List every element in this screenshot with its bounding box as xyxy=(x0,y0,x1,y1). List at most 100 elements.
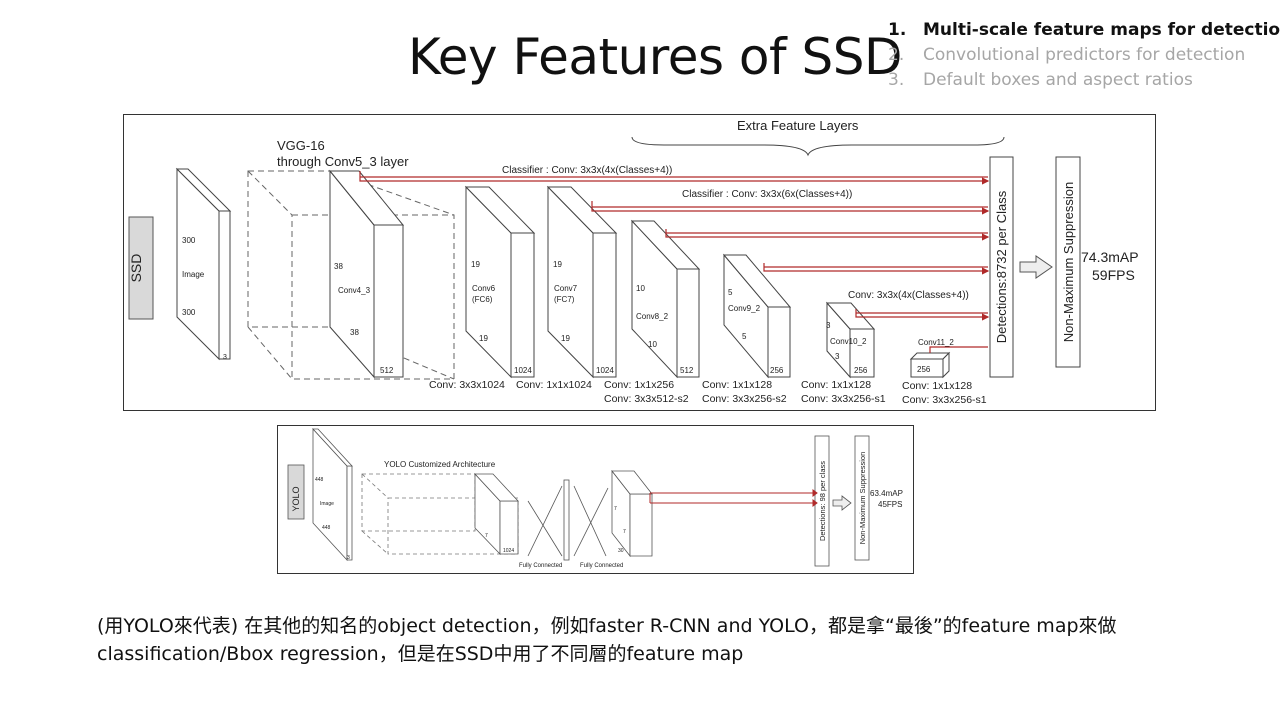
ssd-model-label: SSD xyxy=(128,254,144,283)
yolo-nms-box xyxy=(854,435,870,561)
conv7-name2: (FC7) xyxy=(554,295,575,304)
conv6-block xyxy=(464,185,536,379)
yolo-b1-bottom: 7 xyxy=(485,533,488,539)
fc-cross-1 xyxy=(527,485,563,557)
vgg-label-2: through Conv5_3 layer xyxy=(277,154,409,169)
outline-item-3: 3.Default boxes and aspect ratios xyxy=(888,70,1193,90)
conv-op-5-l1: Conv: 1x1x128 xyxy=(801,379,871,391)
conv-op-4-l1: Conv: 1x1x128 xyxy=(702,379,772,391)
arrow-conv11-2 xyxy=(929,346,988,353)
conv8-2-depth: 512 xyxy=(680,366,694,375)
outline-list: 1.Multi-scale feature maps for detection… xyxy=(888,18,1280,93)
yolo-architecture-diagram: YOLO 448 Image 448 3 YOLO Customized Arc… xyxy=(277,425,914,574)
ssd-input-mid: Image xyxy=(182,270,205,279)
conv9-2-depth: 256 xyxy=(770,366,784,375)
classifier-arrows xyxy=(359,171,990,353)
ssd-label-box xyxy=(128,216,154,320)
conv10-2-block xyxy=(825,301,876,379)
conv10-2-top: 3 xyxy=(826,321,831,330)
conv8-2-top: 10 xyxy=(636,284,645,293)
fc-cross-2 xyxy=(573,485,609,557)
conv11-2-name: Conv11_2 xyxy=(918,338,954,347)
yolo-arch-label: YOLO Customized Architecture xyxy=(384,460,496,469)
conv6-bottom: 19 xyxy=(479,334,488,343)
yolo-label-box xyxy=(287,464,305,520)
conv10-2-depth: 256 xyxy=(854,366,868,375)
conv7-block xyxy=(546,185,618,379)
classifier-label-2: Classifier : Conv: 3x3x(6x(Classes+4)) xyxy=(682,189,852,200)
yolo-b2-bottom: 7 xyxy=(623,529,626,535)
conv6-name2: (FC6) xyxy=(472,295,493,304)
conv9-2-block xyxy=(722,253,792,379)
extra-layers-label: Extra Feature Layers xyxy=(737,118,859,133)
conv-op-5-l2: Conv: 3x3x256-s1 xyxy=(801,393,886,405)
yolo-detections-label: Detections: 98 per class xyxy=(818,461,827,541)
outline-item-2: 2.Convolutional predictors for detection xyxy=(888,45,1246,65)
conv8-2-block xyxy=(630,219,701,379)
yolo-fc2: Fully Connected xyxy=(580,563,623,569)
arrow-conv4-3 xyxy=(359,171,990,185)
conv-op-2: Conv: 1x1x1024 xyxy=(516,379,592,391)
ssd-map: 74.3mAP xyxy=(1081,249,1139,265)
conv-op-1: Conv: 3x3x1024 xyxy=(429,379,505,391)
conv6-top: 19 xyxy=(471,260,480,269)
ssd-fps: 59FPS xyxy=(1092,267,1135,283)
conv7-bottom: 19 xyxy=(561,334,570,343)
vgg-label-1: VGG-16 xyxy=(277,138,325,153)
yolo-map: 63.4mAP xyxy=(870,489,903,498)
yolo-block-2 xyxy=(611,469,653,558)
ssd-input-top: 300 xyxy=(182,236,196,245)
yolo-nms-label: Non-Maximum Suppression xyxy=(858,452,867,545)
nms-label: Non-Maximum Suppression xyxy=(1061,182,1076,342)
detections-to-nms-arrow xyxy=(1019,255,1053,279)
detections-label: Detections:8732 per Class xyxy=(994,190,1009,343)
slide-title: Key Features of SSD xyxy=(408,28,903,86)
conv10-2-bottom: 3 xyxy=(835,352,840,361)
conv4-3-top: 38 xyxy=(334,262,343,271)
yolo-b2-depth: 30 xyxy=(618,548,624,554)
conv-op-6-l1: Conv: 1x1x128 xyxy=(902,380,972,392)
conv-op-3-l2: Conv: 3x3x512-s2 xyxy=(604,393,689,405)
yolo-input-top: 448 xyxy=(315,477,324,483)
conv7-top: 19 xyxy=(553,260,562,269)
conv7-name: Conv7 xyxy=(554,284,578,293)
conv11-2-block xyxy=(909,351,951,379)
ssd-architecture-diagram: SSD 300 Image 300 3 VGG-16 through Conv5… xyxy=(123,114,1156,411)
conv4-3-name: Conv4_3 xyxy=(338,286,371,295)
conv4-3-bottom: 38 xyxy=(350,328,359,337)
yolo-block-1 xyxy=(474,472,519,555)
yolo-b1-depth: 1024 xyxy=(503,548,514,554)
yolo-fps: 45FPS xyxy=(878,500,902,509)
outline-item-1: 1.Multi-scale feature maps for detection xyxy=(888,20,1280,40)
extra-layers-brace xyxy=(631,136,1005,157)
arrow-conv7 xyxy=(591,201,990,215)
yolo-input-depth: 3 xyxy=(347,555,350,561)
yolo-fc1: Fully Connected xyxy=(519,563,562,569)
yolo-detections-to-nms-arrow xyxy=(832,495,852,511)
conv4-3-block xyxy=(328,169,405,379)
arrow-conv10-2 xyxy=(855,309,990,321)
nms-box xyxy=(1055,156,1081,368)
yolo-b2-top: 7 xyxy=(614,506,617,512)
ssd-diagram-svg: SSD 300 Image 300 3 VGG-16 through Conv5… xyxy=(128,118,1139,406)
conv-op-4-l2: Conv: 3x3x256-s2 xyxy=(702,393,787,405)
conv8-2-name: Conv8_2 xyxy=(636,312,669,321)
yolo-model-label: YOLO xyxy=(291,486,301,511)
yolo-input-mid: Image xyxy=(320,501,334,507)
conv6-name: Conv6 xyxy=(472,284,496,293)
yolo-input-bottom: 448 xyxy=(322,525,331,531)
ssd-input-depth: 3 xyxy=(223,354,227,361)
slide-caption: (用YOLO來代表) 在其他的知名的object detection，例如fas… xyxy=(97,615,1117,665)
ssd-input-bottom: 300 xyxy=(182,308,196,317)
yolo-diagram-svg: YOLO 448 Image 448 3 YOLO Customized Arc… xyxy=(287,427,903,569)
arrow-conv8-2 xyxy=(665,229,990,241)
conv6-depth: 1024 xyxy=(514,366,532,375)
conv-op-3-l1: Conv: 1x1x256 xyxy=(604,379,674,391)
conv7-depth: 1024 xyxy=(596,366,614,375)
conv9-2-bottom: 5 xyxy=(742,332,747,341)
classifier-label-1: Classifier : Conv: 3x3x(4x(Classes+4)) xyxy=(502,165,672,176)
conv8-2-bottom: 10 xyxy=(648,340,657,349)
conv9-2-top: 5 xyxy=(728,288,733,297)
classifier-label-3: Conv: 3x3x(4x(Classes+4)) xyxy=(848,290,969,301)
fc-bar xyxy=(563,479,570,561)
